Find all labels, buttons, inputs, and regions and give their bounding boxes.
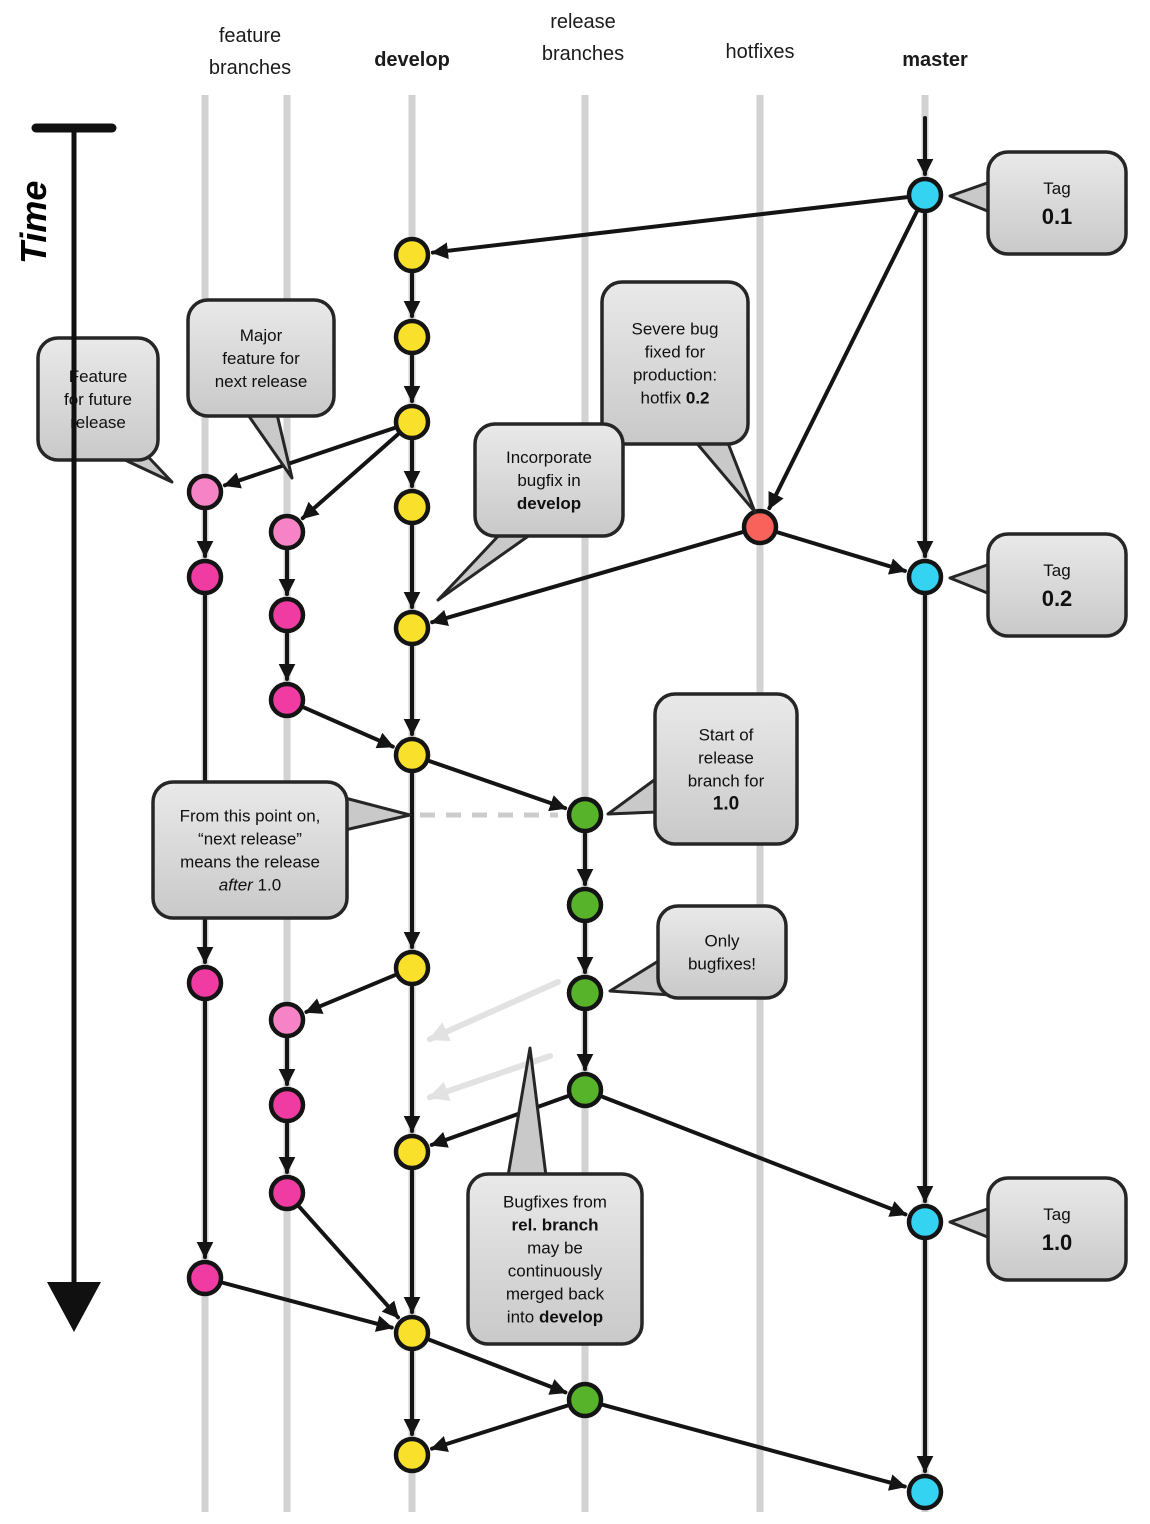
commit-node-d9 [393,1314,431,1352]
callout-text: From this point on,“next release”means t… [180,807,321,895]
callout-bubble [986,1176,1128,1282]
column-header-develop: develop [374,49,450,71]
commit-node-g6 [268,1174,306,1212]
commit-arrow [600,1094,908,1217]
commit-node-m3 [906,1203,944,1241]
commit-node-m4 [906,1473,944,1511]
column-header-hotfixes: hotfixes [725,41,795,63]
callout-bubble [600,280,750,446]
callout-tail [343,796,412,832]
commit-node-d6 [393,736,431,774]
commit-node-r3 [566,974,604,1012]
commit-node-m2 [906,558,944,596]
commit-arrow [767,210,919,511]
callout-bubble [36,336,160,462]
callout-bubble [473,422,625,538]
callout-bubble [653,692,799,846]
callout-tail [948,562,992,596]
callout-from-this-point: From this point on,“next release”means t… [151,780,412,920]
column-header-release-branches: release branches [541,11,625,65]
commit-node-f2 [186,558,224,596]
column-header-master: master [902,49,968,71]
commit-arrow [430,530,744,626]
commit-node-d8 [393,1133,431,1171]
callout-tail [692,436,757,514]
commit-arrow [427,1337,568,1395]
commit-node-d7 [393,949,431,987]
commit-node-g3 [268,681,306,719]
commit-arrow [430,1403,569,1453]
callout-bubble [986,532,1128,638]
commit-node-f1 [186,473,224,511]
commit-node-g1 [268,513,306,551]
commit-node-m1 [906,176,944,214]
commit-node-r2 [566,886,604,924]
callout-bubble [466,1172,644,1346]
time-axis: Time [13,123,117,1332]
commit-arrow [300,432,400,521]
commit-arrow [601,1402,907,1491]
callout-bubble [186,298,336,418]
commit-node-r4 [566,1071,604,1109]
callout-bubble [151,780,349,920]
merge-arrows [196,116,934,1491]
callout-bubble [656,904,788,1000]
time-axis-arrowhead [47,1282,101,1332]
commit-node-f3 [186,964,224,1002]
commit-node-d1 [393,236,431,274]
commit-node-r1 [566,796,604,834]
commit-node-d10 [393,1436,431,1474]
commit-node-h1 [741,508,779,546]
callout-tail [948,180,992,214]
callout-bubble [986,150,1128,256]
commit-node-g5 [268,1086,306,1124]
commit-arrow [302,705,395,749]
commit-node-g4 [268,1001,306,1039]
commit-arrow [429,1094,570,1148]
callout-tail [606,776,659,816]
commit-nodes [186,176,944,1511]
commit-node-d3 [393,403,431,441]
callout-tail [436,530,536,602]
column-header-feature-branches: feature branches [208,25,292,79]
commit-arrow [430,195,909,260]
commit-node-f4 [186,1259,224,1297]
commit-arrow [221,1280,394,1332]
commit-node-g2 [268,596,306,634]
commit-node-r5 [566,1381,604,1419]
commit-node-d2 [393,318,431,356]
callout-tail [948,1206,992,1240]
commit-node-d5 [393,609,431,647]
time-label: Time [13,181,54,264]
commit-arrow [222,426,397,489]
faint-merge-arrow [426,979,561,1043]
commit-arrow [776,530,907,575]
commit-node-d4 [393,488,431,526]
commit-arrow [304,973,397,1014]
commit-arrow [297,1205,401,1320]
commit-arrow [427,759,568,812]
